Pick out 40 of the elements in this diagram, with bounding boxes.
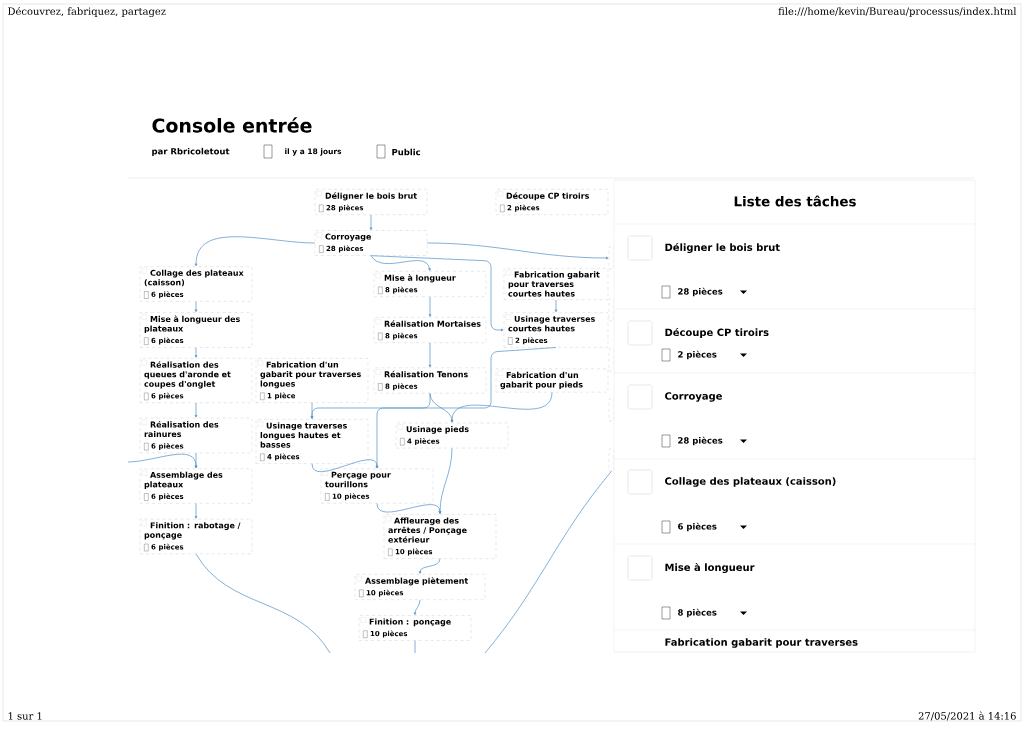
piece-count: 2 pièces	[678, 350, 717, 360]
page-header: Découvrez, fabriquez, partagez	[8, 6, 166, 18]
arrow	[369, 214, 373, 230]
arrow	[554, 299, 558, 313]
arrow	[311, 459, 379, 473]
arrow	[194, 236, 316, 267]
task-card	[608, 298, 615, 322]
page-url: file:///home/kevin/Bureau/processus/index.html	[778, 7, 1017, 17]
task-name: Collage des plateaux (caisson)	[665, 477, 836, 487]
task-name: Découpe CP tiroirs	[665, 327, 769, 338]
arrow	[426, 242, 609, 260]
arrow	[127, 453, 198, 469]
arrow	[370, 255, 431, 271]
arrow	[428, 342, 432, 368]
visibility: Public	[392, 148, 421, 156]
title: Console entrée	[152, 117, 312, 133]
piece-count: 6 pièces	[678, 522, 717, 532]
arrow	[376, 503, 442, 514]
page-number: 1 sur 1	[8, 712, 42, 720]
task-name: Mise à longueur	[665, 562, 755, 574]
arrow	[194, 402, 198, 418]
arrow	[310, 402, 314, 419]
task-name: Déligner le bois brut	[665, 242, 780, 254]
arrow	[194, 301, 198, 312]
piece-count: 28 pièces	[678, 436, 723, 446]
arrow	[194, 503, 198, 519]
arrow	[438, 447, 453, 514]
arrow	[428, 296, 432, 317]
print-date: 27/05/2021 à 14:16	[918, 711, 1016, 721]
arrow	[418, 558, 441, 574]
panel-title: Liste des tâches	[734, 195, 856, 207]
piece-count: 8 pièces	[678, 608, 717, 618]
arrow	[194, 347, 198, 358]
task-name: Corroyage	[665, 392, 722, 402]
task-name: Fabrication gabarit pour traverses	[665, 638, 858, 648]
arrow	[370, 255, 504, 332]
piece-count: 28 pièces	[678, 287, 723, 297]
arrow	[413, 599, 421, 615]
author: par Rbricoletout	[152, 147, 230, 157]
arrow	[450, 392, 553, 423]
